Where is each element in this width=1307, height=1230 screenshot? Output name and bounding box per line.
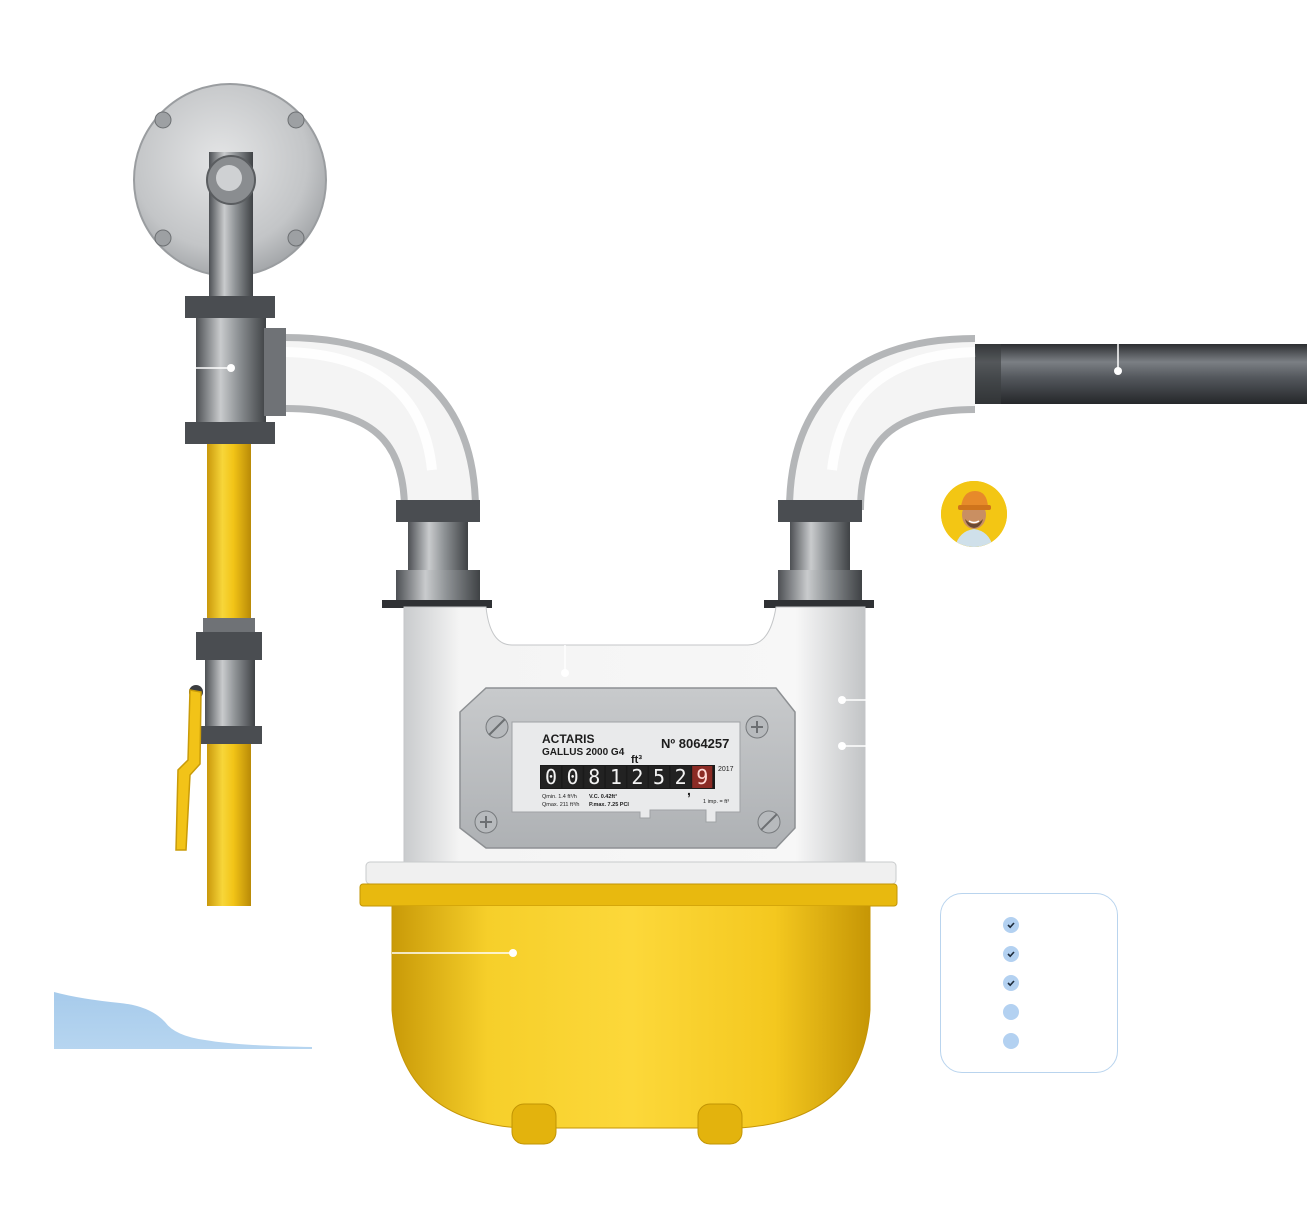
inlet-white-pipe <box>284 334 479 512</box>
regulator-flange <box>133 83 327 297</box>
spec-qmin: Qmin. 1.4 ft³/h <box>542 794 577 800</box>
callout-dot-icon <box>227 364 235 372</box>
counter-digit: 9 <box>696 765 708 789</box>
decimal-comma: , <box>687 782 691 798</box>
check-icon <box>1007 922 1015 929</box>
impulse-note: 1 imp. = ft³ <box>703 799 729 805</box>
meter-unit: ft³ <box>631 754 642 766</box>
screw-icon <box>474 810 498 834</box>
counter-cell <box>584 766 605 788</box>
outlet-coupling <box>764 500 874 608</box>
nameplate: ACTARIS GALLUS 2000 G4 Nº 8064257 ft³ 20… <box>459 687 796 849</box>
counter-cell <box>692 766 713 788</box>
spec-vc: V.C. 0.42ft³ <box>589 793 617 800</box>
callout-dot-icon <box>1114 367 1122 375</box>
counter-cell <box>605 766 626 788</box>
screw-icon <box>485 715 509 739</box>
left-union-fitting <box>185 296 286 444</box>
meter-yellow-bowl <box>359 883 898 1145</box>
counter-digit: 1 <box>610 765 622 789</box>
screw-icon <box>757 810 781 834</box>
spec-qmax: Qmax. 211 ft³/h <box>542 802 580 808</box>
screw-icon <box>745 715 769 739</box>
counter-digit: 8 <box>588 765 600 789</box>
callout-dot-icon <box>561 669 569 677</box>
outlet-white-pipe <box>786 335 976 512</box>
meter-model: GALLUS 2000 G4 <box>542 747 625 758</box>
callout-dot-icon <box>509 949 517 957</box>
outlet-pipe <box>975 344 1307 404</box>
checklist-item <box>1003 946 1019 962</box>
status-checklist <box>940 893 1118 1073</box>
checklist-item <box>1003 917 1019 933</box>
counter-cell <box>670 766 691 788</box>
inlet-coupling <box>382 500 492 608</box>
counter-digit: 0 <box>545 765 557 789</box>
yellow-supply-pipe <box>207 444 251 906</box>
callout-dot-icon <box>838 696 846 704</box>
counter-digit: 2 <box>675 765 687 789</box>
counter-digit: 0 <box>567 765 579 789</box>
callout-dot-icon <box>838 742 846 750</box>
counter-digit: 5 <box>653 765 665 789</box>
checklist-item <box>1003 975 1019 991</box>
technician-avatar <box>941 481 1007 547</box>
counter-cell <box>562 766 583 788</box>
counter-cell <box>541 766 562 788</box>
counter-digit: 2 <box>631 765 643 789</box>
counter-cell <box>627 766 648 788</box>
checklist-item <box>1003 1033 1019 1049</box>
check-icon <box>1007 980 1015 987</box>
checklist-item <box>1003 1004 1019 1020</box>
meter-serial: Nº 8064257 <box>661 736 729 751</box>
meter-year: 2017 <box>718 766 734 773</box>
counter-cell <box>649 766 670 788</box>
spec-pmax: P.max. 7.25 PCI <box>589 802 629 808</box>
ball-valve <box>175 618 262 851</box>
flow-wave-graphic <box>54 992 312 1049</box>
check-icon <box>1007 951 1015 958</box>
meter-brand: ACTARIS <box>542 732 594 746</box>
